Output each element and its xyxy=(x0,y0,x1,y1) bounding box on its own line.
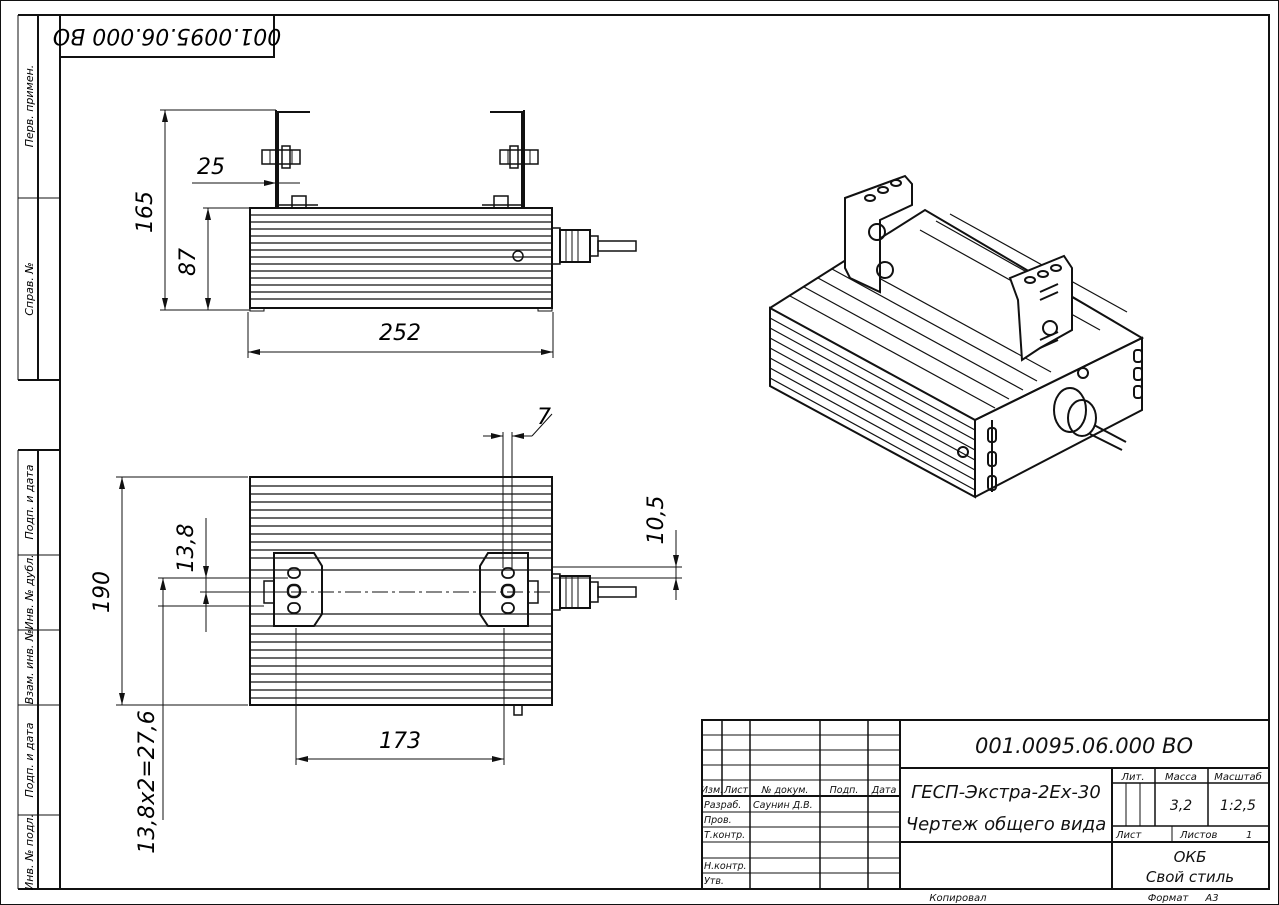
front-dimensions xyxy=(160,109,554,358)
isometric-view xyxy=(769,174,1145,499)
tb-massa: Масса xyxy=(1165,772,1197,783)
top-code-box xyxy=(59,14,275,58)
tb-row-nkontr: Н.контр. xyxy=(704,861,747,872)
stamp-podp-data-1: Подп. и дата xyxy=(23,464,36,539)
tb-col-podp: Подп. xyxy=(830,785,859,796)
dim-252: 252 xyxy=(379,321,421,346)
tb-row-tkontr: Т.контр. xyxy=(704,830,745,841)
tb-masshtab-value: 1:2,5 xyxy=(1220,798,1256,814)
tb-listov-value: 1 xyxy=(1246,830,1252,841)
sheet-frame xyxy=(59,14,1270,890)
dim-165: 165 xyxy=(133,191,158,233)
footer-format-value: А3 xyxy=(1204,893,1218,904)
dim-7: 7 xyxy=(537,405,551,430)
stamp-podp-data-2: Подп. и дата xyxy=(23,722,36,797)
tb-title-line1: ГЕСП-Экстра-2Ex-30 xyxy=(911,782,1101,803)
top-view xyxy=(249,476,637,716)
tb-col-data: Дата xyxy=(871,785,897,796)
dim-190: 190 xyxy=(90,571,115,613)
tb-row-prov: Пров. xyxy=(704,815,732,826)
front-view xyxy=(249,110,637,312)
tb-col-doc: № докум. xyxy=(761,785,809,796)
tb-title-line2: Чертеж общего вида xyxy=(906,814,1106,835)
tb-org-line1: ОКБ xyxy=(1174,848,1207,866)
side-stamp: Перв. примен. Справ. № Подп. и дата Инв.… xyxy=(17,14,60,890)
tb-doc-code: 001.0095.06.000 ВО xyxy=(975,734,1193,758)
tb-col-list: Лист xyxy=(723,785,749,796)
tb-razrab-name: Саунин Д.В. xyxy=(753,800,813,811)
top-code-text: 001.0095.06.000 ВО xyxy=(53,23,281,48)
dim-87: 87 xyxy=(176,248,201,276)
footer-format-label: Формат xyxy=(1148,893,1190,904)
stamp-inv-podl: Инв. № подл. xyxy=(23,814,36,890)
stamp-perv-primen: Перв. примен. xyxy=(23,65,36,148)
tb-masshtab: Масштаб xyxy=(1214,771,1262,783)
dim-13-8: 13,8 xyxy=(174,524,199,573)
tb-row-razrab: Разраб. xyxy=(704,800,741,811)
top-dimensions xyxy=(116,413,682,820)
tb-lit: Лит. xyxy=(1120,772,1144,783)
front-dim-arrows xyxy=(162,110,553,355)
stamp-sprav-no: Справ. № xyxy=(23,262,36,316)
stamp-vzam-inv: Взам. инв. № xyxy=(23,630,36,705)
tb-listov-label: Листов xyxy=(1179,830,1217,841)
dim-13-8x2: 13,8x2=27,6 xyxy=(135,710,160,853)
tb-row-utv: Утв. xyxy=(704,876,724,887)
dim-173: 173 xyxy=(379,729,421,754)
footer-copied: Копировал xyxy=(929,893,987,904)
tb-list-label: Лист xyxy=(1115,830,1143,841)
tb-org-line2: Свой стиль xyxy=(1146,868,1234,886)
dim-25: 25 xyxy=(197,155,225,180)
tb-massa-value: 3,2 xyxy=(1170,798,1192,814)
top-dim-arrows xyxy=(119,433,679,762)
tb-col-izm: Изм. xyxy=(701,785,723,796)
dim-10-5: 10,5 xyxy=(644,496,669,545)
stamp-inv-dubl: Инв. № дубл. xyxy=(23,554,36,629)
title-block xyxy=(701,719,1270,890)
